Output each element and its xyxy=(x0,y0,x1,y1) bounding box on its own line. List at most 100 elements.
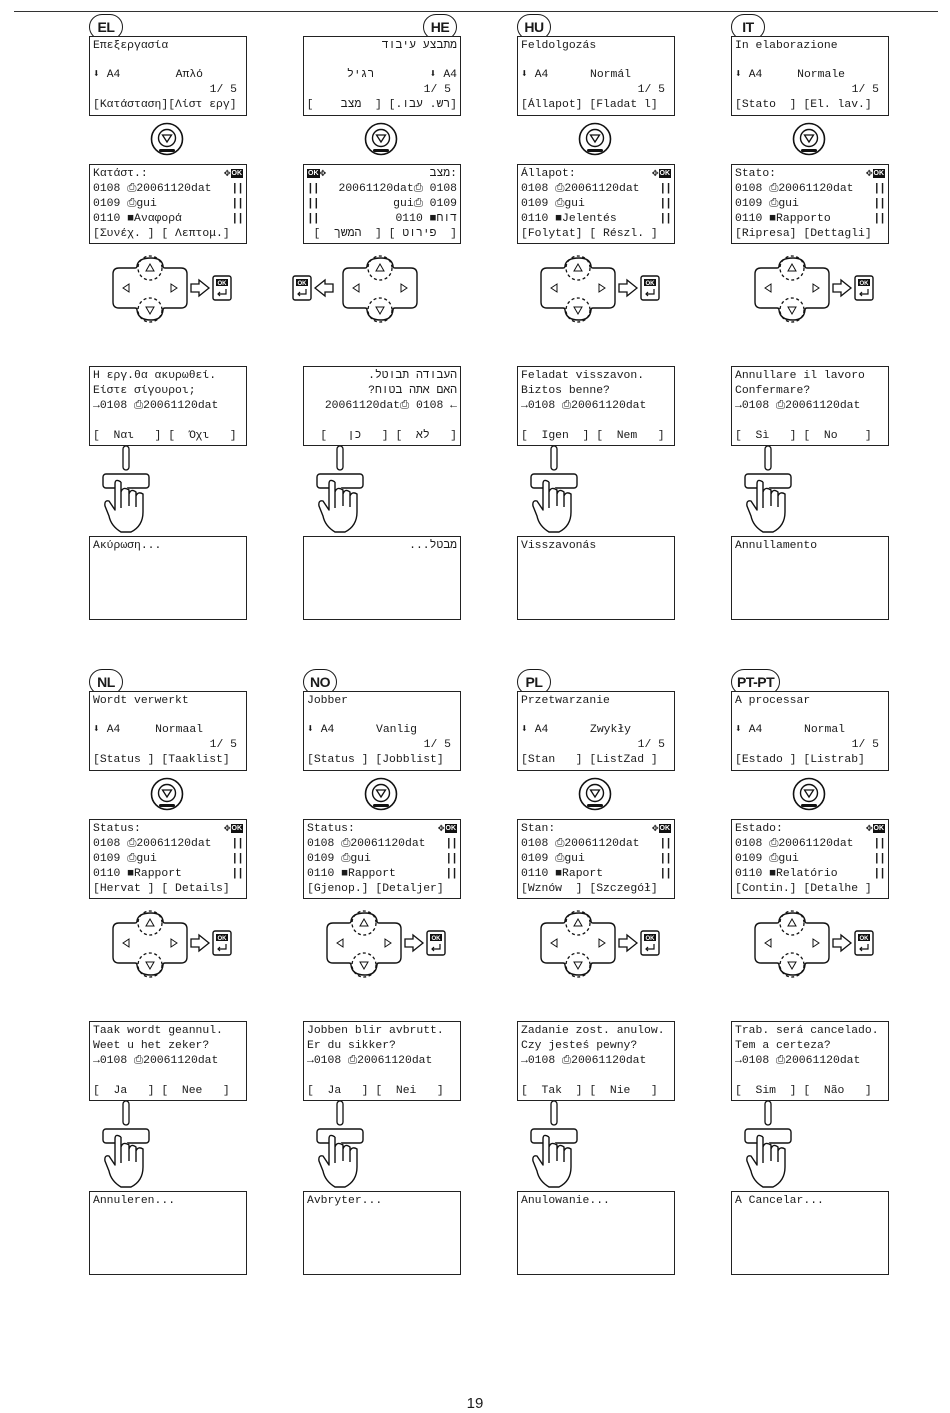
stop-button-icon[interactable] xyxy=(150,777,184,811)
paper-info: ⬇︎ A4 xyxy=(307,723,334,738)
yes-no-softkeys[interactable]: [ Tak ] [ Nie ] xyxy=(521,1085,658,1097)
job-row[interactable]: 0109 ⎙gui|| xyxy=(93,197,243,212)
softkey-row[interactable]: [Wznów ] [Szczegół] xyxy=(521,883,658,895)
job-row[interactable]: 0108 ⎙20061120dat|| xyxy=(735,837,885,852)
job-row[interactable]: 0109 ⎙gui|| xyxy=(521,197,671,212)
job-row[interactable]: 0108 ⎙20061120dat|| xyxy=(521,837,671,852)
softkey-row[interactable]: [Állapot] [Fladat l] xyxy=(521,99,658,111)
screen-canceling: Annuleren... xyxy=(89,1191,247,1275)
job-row[interactable]: 0110 ■Rapport|| xyxy=(307,867,457,882)
job-row[interactable]: ||20061120dat⎙ 0108 xyxy=(307,182,457,197)
job-row[interactable]: 0110 ■Jelentés|| xyxy=(521,212,671,227)
job-row[interactable]: 0109 ⎙gui|| xyxy=(307,852,457,867)
stop-button-icon[interactable] xyxy=(578,122,612,156)
paper-info: ⬇︎ A4 xyxy=(93,723,120,738)
job-name: 20061120dat xyxy=(785,1055,861,1067)
yes-no-softkeys[interactable]: [ Ναι ] [ Όχι ] xyxy=(93,430,237,442)
job-row[interactable]: ||דוח■ 0110 xyxy=(307,212,457,227)
printer-icon: ⎙ xyxy=(555,853,565,865)
yes-no-softkeys[interactable]: [ לא ] [ כן ] xyxy=(320,430,457,442)
navigation-keys-diagram[interactable]: OK xyxy=(749,910,874,978)
job-row[interactable]: 0108 ⎙20061120dat|| xyxy=(307,837,457,852)
screen-canceling: A Cancelar... xyxy=(731,1191,889,1275)
four-way-arrow-icon: ✥ xyxy=(319,168,327,180)
job-row[interactable]: 0110 ■Relatório|| xyxy=(735,867,885,882)
four-way-arrow-icon: ✥ xyxy=(223,823,231,835)
yes-no-softkeys[interactable]: [ Sì ] [ No ] xyxy=(735,430,872,442)
job-name: 20061120dat xyxy=(136,838,212,850)
softkey-row[interactable]: [Stan ] [ListZad ] xyxy=(521,754,658,766)
stop-button-icon[interactable] xyxy=(578,777,612,811)
softkey-row[interactable]: [Contin.] [Detalhe ] xyxy=(735,883,872,895)
stop-button-icon[interactable] xyxy=(364,122,398,156)
softkey-row[interactable]: [Κατάσταση][Λίστ εργ] xyxy=(93,99,237,111)
navigation-keys-diagram[interactable]: OK xyxy=(535,910,660,978)
screen-cancel-confirm: העבודה תבוטל. האם אתה בטוח? 20061120dat⎙… xyxy=(303,366,461,446)
job-row[interactable]: 0110 ■Raport|| xyxy=(521,867,671,882)
job-row[interactable]: 0110 ■Αναφορά|| xyxy=(93,212,243,227)
job-number: 0109 xyxy=(521,198,556,210)
job-name: gui xyxy=(564,198,585,210)
softkey-row[interactable]: [Estado ] [Listrab] xyxy=(735,754,865,766)
job-name: 20061120dat xyxy=(571,1055,647,1067)
yes-no-softkeys[interactable]: [ Ja ] [ Nei ] xyxy=(307,1085,444,1097)
job-name: gui xyxy=(393,198,414,210)
printer-icon: ⎙ xyxy=(348,1055,358,1067)
job-row[interactable]: 0109 ⎙gui|| xyxy=(93,852,243,867)
job-row[interactable]: 0110 ■Rapporto|| xyxy=(735,212,885,227)
pause-icon: || xyxy=(231,838,243,850)
status-message: Visszavonás xyxy=(521,540,597,552)
softkey-row[interactable]: [Hervat ] [ Details] xyxy=(93,883,230,895)
screen-canceling: Anulowanie... xyxy=(517,1191,675,1275)
job-row[interactable]: 0108 ⎙20061120dat|| xyxy=(735,182,885,197)
job-row[interactable]: ||gui⎙ 0109 xyxy=(307,197,457,212)
softkey-row[interactable]: [Gjenop.] [Detaljer] xyxy=(307,883,444,895)
navigation-keys-diagram[interactable]: OK xyxy=(292,255,418,323)
softkey-row[interactable]: [Stato ] [El. lav.] xyxy=(735,99,872,111)
printer-icon: ⎙ xyxy=(413,183,423,195)
softkey-row[interactable]: [Status ] [Taaklist] xyxy=(93,754,230,766)
stop-button-icon[interactable] xyxy=(150,122,184,156)
navigation-keys-diagram[interactable]: OK xyxy=(535,255,660,323)
softkey-row[interactable]: [רש. עבו.] [ מצב ] xyxy=(307,99,457,111)
job-row[interactable]: 0110 ■Rapport|| xyxy=(93,867,243,882)
confirm-message: Feladat visszavon. xyxy=(521,370,645,382)
job-name: 20061120dat xyxy=(143,400,219,412)
pressing-hand-icon xyxy=(101,445,157,534)
confirm-message: Trab. será cancelado. xyxy=(735,1025,879,1037)
screen-cancel-confirm: Zadanie zost. anulow. Czy jesteś pewny? … xyxy=(517,1021,675,1101)
yes-no-softkeys[interactable]: [ Igen ] [ Nem ] xyxy=(521,430,665,442)
navigation-keys-diagram[interactable]: OK xyxy=(749,255,874,323)
screen-title: Status: xyxy=(307,823,355,835)
softkey-row[interactable]: [Συνέχ. ] [ Λεπτομ.] xyxy=(93,228,230,240)
softkey-row[interactable]: [Status ] [Jobblist] xyxy=(307,754,444,766)
job-number: 0110 xyxy=(395,213,423,225)
softkey-row[interactable]: [ פירוט ] [ המשך ] xyxy=(313,228,457,240)
four-way-arrow-icon: ✥ xyxy=(651,168,659,180)
job-row[interactable]: 0109 ⎙gui|| xyxy=(735,197,885,212)
document-icon: ■ xyxy=(341,868,349,880)
navigation-keys-diagram[interactable]: OK xyxy=(107,255,232,323)
yes-no-softkeys[interactable]: [ Ja ] [ Nee ] xyxy=(93,1085,230,1097)
confirm-question: Czy jesteś pewny? xyxy=(521,1040,638,1052)
job-row[interactable]: 0109 ⎙gui|| xyxy=(521,852,671,867)
printer-icon: ⎙ xyxy=(413,198,423,210)
job-row[interactable]: 0109 ⎙gui|| xyxy=(735,852,885,867)
stop-button-icon[interactable] xyxy=(792,122,826,156)
job-row[interactable]: 0108 ⎙20061120dat|| xyxy=(93,837,243,852)
softkey-row[interactable]: [Folytat] [ Részl. ] xyxy=(521,228,658,240)
softkey-row[interactable]: [Ripresa] [Dettagli] xyxy=(735,228,872,240)
stop-button-icon[interactable] xyxy=(364,777,398,811)
copy-count: 1/ 5 xyxy=(209,739,237,751)
printer-icon: ⎙ xyxy=(134,1055,144,1067)
yes-no-softkeys[interactable]: [ Sim ] [ Não ] xyxy=(735,1085,872,1097)
navigation-keys-diagram[interactable]: OK xyxy=(107,910,232,978)
stop-button-icon[interactable] xyxy=(792,777,826,811)
paper-size: A4 xyxy=(106,69,121,81)
pause-icon: || xyxy=(445,838,457,850)
job-row[interactable]: 0108 ⎙20061120dat|| xyxy=(521,182,671,197)
printer-icon: ⎙ xyxy=(769,198,779,210)
job-row[interactable]: 0108 ⎙20061120dat|| xyxy=(93,182,243,197)
pause-icon: || xyxy=(873,838,885,850)
navigation-keys-diagram[interactable]: OK xyxy=(321,910,446,978)
